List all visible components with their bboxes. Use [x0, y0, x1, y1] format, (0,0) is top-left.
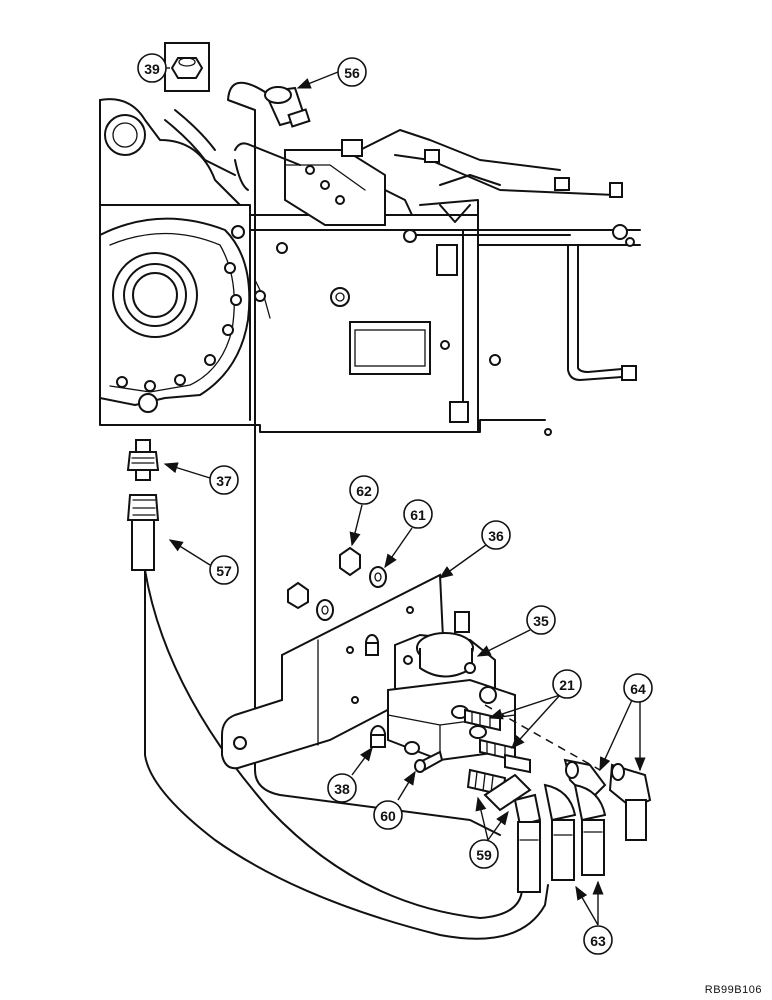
svg-text:36: 36: [488, 528, 504, 544]
tractor-frame-assembly: [99, 86, 641, 436]
part-63-hose-ends: [513, 783, 607, 893]
callout-36: 36: [481, 520, 511, 550]
callout-56: 56: [337, 57, 367, 87]
callout-59: 59: [469, 839, 499, 869]
part-37-adapter: [126, 439, 160, 481]
part-21-valve-block: [387, 678, 531, 774]
callout-21: 21: [552, 669, 582, 699]
part-60-bolt: [414, 750, 444, 773]
callout-64: 64: [623, 673, 653, 703]
callout-61: 61: [403, 499, 433, 529]
svg-text:60: 60: [380, 808, 396, 824]
svg-text:35: 35: [533, 613, 549, 629]
part-59-adapters: [466, 768, 532, 812]
callout-63: 63: [583, 925, 613, 955]
supply-hose-line: [144, 569, 549, 940]
svg-text:62: 62: [356, 483, 372, 499]
svg-text:61: 61: [410, 507, 426, 523]
callout-60: 60: [373, 800, 403, 830]
callout-57: 57: [209, 555, 239, 585]
svg-text:57: 57: [216, 563, 232, 579]
svg-text:39: 39: [144, 61, 160, 77]
svg-text:59: 59: [476, 847, 492, 863]
svg-text:56: 56: [344, 65, 360, 81]
svg-text:37: 37: [216, 473, 232, 489]
callout-62: 62: [349, 475, 379, 505]
part-39-nut: [164, 42, 210, 92]
part-57-hose-end: [126, 494, 160, 571]
leaders: [163, 67, 646, 926]
part-61-washer: [316, 566, 387, 621]
callout-38: 38: [327, 773, 357, 803]
part-62-nut: [287, 546, 361, 610]
part-64-elbows: [563, 758, 652, 841]
part-36-bracket: [221, 573, 447, 770]
svg-text:63: 63: [590, 933, 606, 949]
svg-text:21: 21: [559, 677, 575, 693]
part-38-stud: [370, 725, 386, 748]
callout-37: 37: [209, 465, 239, 495]
svg-text:64: 64: [630, 681, 646, 697]
svg-text:38: 38: [334, 781, 350, 797]
drawing-reference-code: RB99B106: [704, 984, 762, 996]
callout-35: 35: [526, 605, 556, 635]
callout-39: 39: [137, 53, 167, 83]
return-hose-line: [227, 81, 501, 836]
